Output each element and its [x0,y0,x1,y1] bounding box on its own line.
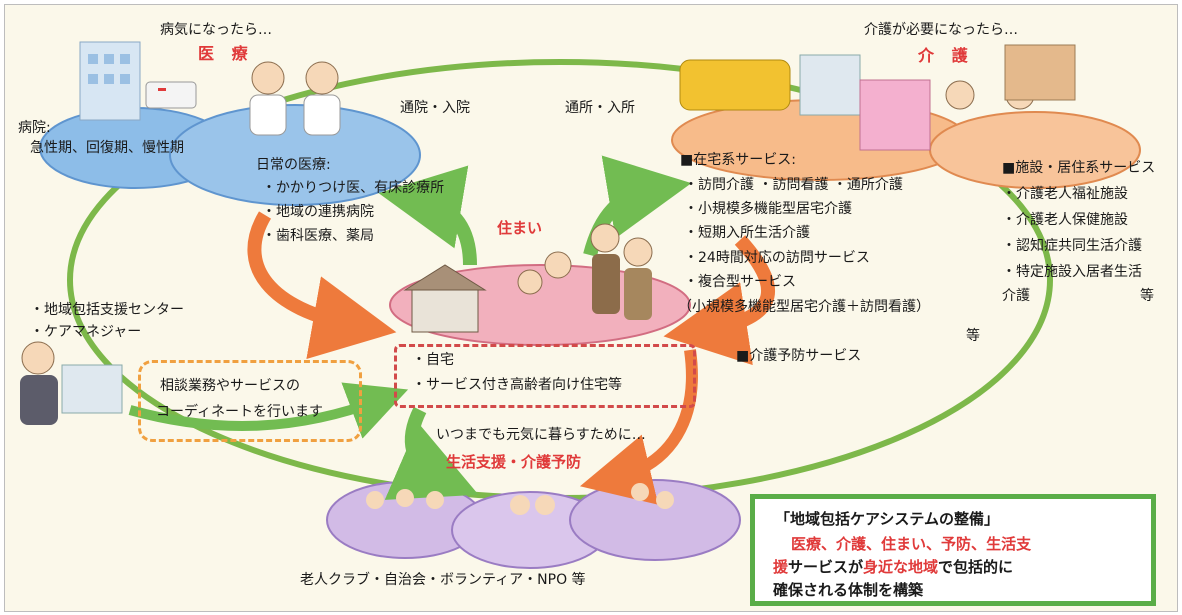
care-title: 介 護 [918,46,974,65]
care-trigger: 介護が必要になったら… [864,22,1018,38]
facility-care-item: ・介護老人福祉施設 [1002,186,1128,202]
home-care-item: ・24時間対応の訪問サービス [684,250,870,266]
home-care-item: ・小規模多機能型居宅介護 [684,201,852,217]
facility-care-title: ■施設・居住系サービス [1002,160,1156,176]
daily-medical-item: ・歯科医療、薬局 [262,228,374,244]
home-care-item: （小規模多機能型居宅介護＋訪問看護） [678,299,930,315]
npo-ellipse [569,479,741,561]
summary-title: 「地域包括ケアシステムの整備」 [775,510,999,528]
summary-box: 「地域包括ケアシステムの整備」 医療、介護、住まい、予防、生活支 援サービスが身… [750,494,1156,606]
summary-line1: 医療、介護、住まい、予防、生活支 [791,534,1031,554]
summary-keyword-care: 介護、 [836,535,882,553]
home-care-item: ・短期入所生活介護 [684,225,810,241]
support-item: ・ケアマネジャー [30,324,142,340]
summary-keyword-housing: 住まい、 [881,535,942,553]
arrow-home-to-medical [378,165,477,266]
arrow-medical-to-home [247,211,397,360]
facility-care-item: 介護 [1002,288,1030,304]
housing-detail-box [394,344,696,408]
housing-item: ・サービス付き高齢者向け住宅等 [412,377,622,393]
care-manager-illustration [20,341,123,425]
arrow-support-to-home [128,382,409,439]
home-care-item: 等 [966,328,980,344]
prevention-service: ■介護予防サービス [736,348,862,364]
arrow-care-to-home [663,235,775,366]
consult-line: コーディネートを行います [156,404,324,420]
home-care-item: ・訪問介護 ・訪問看護 ・通所介護 [684,177,903,193]
arrow-home-to-life [579,349,698,505]
summary-line3: 確保される体制を構築 [773,581,924,599]
housing-item: ・自宅 [412,352,454,368]
summary-keyword-local: 身近な地域 [863,558,939,576]
facility-care-item: 等 [1140,288,1154,304]
facility-care-item: ・介護老人保健施設 [1002,212,1128,228]
consult-line: 相談業務やサービスの [160,378,300,394]
home-care-title: ■在宅系サービス: [680,152,796,168]
flow-visit-hospital: 通院・入院 [400,100,470,116]
life-title: 生活支援・介護予防 [446,453,582,471]
summary-keyword-prevention: 予防、 [941,535,987,553]
summary-line2: 援サービスが身近な地域で包括的に [773,557,1013,577]
community-groups: 老人クラブ・自治会・ボランティア・NPO 等 [300,572,586,588]
community-people-illustration [366,483,674,515]
flow-visit-facility: 通所・入所 [565,100,635,116]
medical-title: 医 療 [198,44,254,63]
medical-trigger: 病気になったら… [160,22,272,38]
hospital-building-illustration [79,41,197,121]
support-item: ・地域包括支援センター [30,302,184,318]
family-house-illustration [403,223,653,333]
summary-keyword-life: 生活支 [986,535,1032,553]
summary-text: サービスが [788,558,864,576]
daily-medical-item: ・地域の連携病院 [262,204,374,220]
consult-box [138,360,362,442]
daily-medical-title: 日常の医療: [256,157,331,173]
summary-text: で包括的に [938,558,1014,576]
daily-medical-ellipse [169,104,421,206]
facility-care-item: ・認知症共同生活介護 [1002,238,1142,254]
hospital-label: 病院: [18,120,51,136]
summary-keyword-support: 援 [773,558,789,576]
facility-care-item: ・特定施設入居者生活 [1002,264,1142,280]
hospital-types: 急性期、回復期、慢性期 [30,140,184,156]
daily-medical-item: ・かかりつけ医、有床診療所 [262,180,445,196]
doctors-illustration [249,61,341,136]
care-illustration [679,44,1076,151]
life-caption: いつまでも元気に暮らすために… [436,427,646,443]
arrow-life-to-home [384,406,479,500]
summary-keyword-medical: 医療、 [791,535,837,553]
housing-title: 住まい [497,219,543,237]
home-care-item: ・複合型サービス [684,274,796,290]
